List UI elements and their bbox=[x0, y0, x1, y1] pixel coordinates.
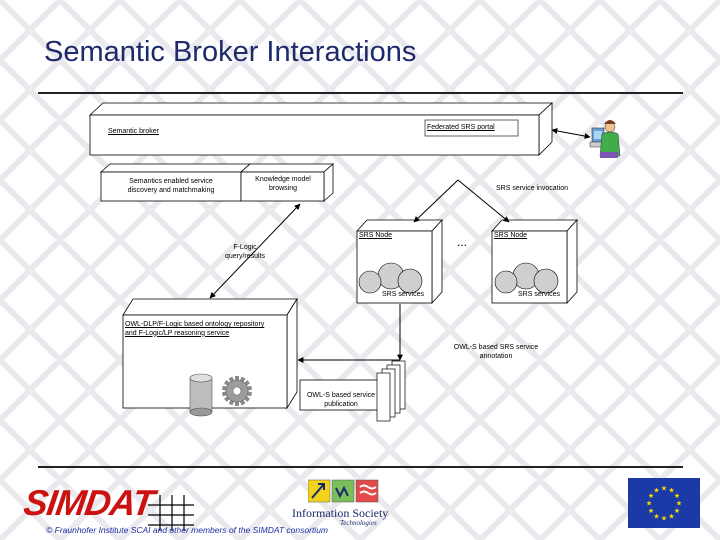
eu-star: ★ bbox=[646, 500, 652, 508]
owls-annotation-label: OWL-S based SRS service annotation bbox=[453, 344, 539, 360]
discovery-box bbox=[99, 163, 252, 202]
database-cylinder-icon bbox=[189, 373, 213, 417]
information-society-subtext: Technologies bbox=[340, 519, 377, 527]
top-divider bbox=[38, 92, 683, 94]
simdat-logo: SIMDAT bbox=[21, 482, 157, 523]
srs-services-circles-right bbox=[494, 262, 559, 294]
copyright-notice: © Fraunhofer Institute SCAI and other me… bbox=[46, 525, 328, 535]
knowledge-browsing-box bbox=[239, 163, 335, 202]
srs-node-left-box bbox=[356, 218, 443, 305]
document-stack-icon bbox=[376, 360, 406, 422]
owls-publication-label: OWL-S based service publication bbox=[306, 392, 376, 408]
federated-portal-label: Federated SRS portal bbox=[427, 124, 495, 131]
page-title: Semantic Broker Interactions bbox=[44, 36, 417, 68]
flogic-query-arrow bbox=[209, 203, 301, 299]
srs-node-right-box bbox=[491, 218, 578, 305]
srs-node-left-label: SRS Node bbox=[359, 232, 393, 239]
eu-star: ★ bbox=[648, 492, 654, 500]
discovery-label: Semantics enabled service discovery and … bbox=[127, 178, 215, 194]
eu-star: ★ bbox=[648, 507, 654, 515]
knowledge-browsing-label: Knowledge model browsing bbox=[255, 176, 311, 192]
eu-star: ★ bbox=[674, 507, 680, 515]
srs-services-circles-left bbox=[358, 262, 423, 294]
invocation-arrow-left bbox=[413, 179, 459, 223]
srs-services-right-label: SRS services bbox=[518, 291, 561, 298]
bottom-divider bbox=[38, 466, 683, 468]
federated-portal-box bbox=[424, 119, 519, 137]
semantic-broker-label: Semantic broker bbox=[108, 128, 159, 135]
more-nodes-ellipsis: ... bbox=[457, 235, 468, 249]
grid-icon bbox=[148, 495, 194, 531]
invocation-label: SRS service invocation bbox=[496, 185, 568, 192]
eu-star: ★ bbox=[661, 515, 667, 523]
eu-flag-icon: ★★★★★★★★★★★★ bbox=[628, 478, 700, 528]
flogic-query-label: F-Logic query/results bbox=[224, 244, 266, 260]
eu-star: ★ bbox=[676, 500, 682, 508]
eu-star: ★ bbox=[653, 487, 659, 495]
srs-node-right-label: SRS Node bbox=[494, 232, 528, 239]
eu-star: ★ bbox=[674, 492, 680, 500]
gear-icon bbox=[221, 376, 253, 406]
eu-star: ★ bbox=[668, 512, 674, 520]
user-portal-arrow bbox=[551, 128, 591, 139]
information-society-text: Information Society bbox=[292, 506, 389, 520]
eu-star: ★ bbox=[661, 485, 667, 493]
owls-publication-box bbox=[299, 379, 386, 411]
eu-star: ★ bbox=[668, 487, 674, 495]
srs-services-left-label: SRS services bbox=[382, 291, 425, 298]
user-at-computer-icon bbox=[589, 120, 621, 158]
information-society-logo bbox=[308, 479, 379, 503]
eu-star: ★ bbox=[653, 512, 659, 520]
ontology-repository-label: OWL-DLP/F-Logic based ontology repositor… bbox=[125, 321, 265, 337]
invocation-arrow-right bbox=[457, 179, 510, 223]
